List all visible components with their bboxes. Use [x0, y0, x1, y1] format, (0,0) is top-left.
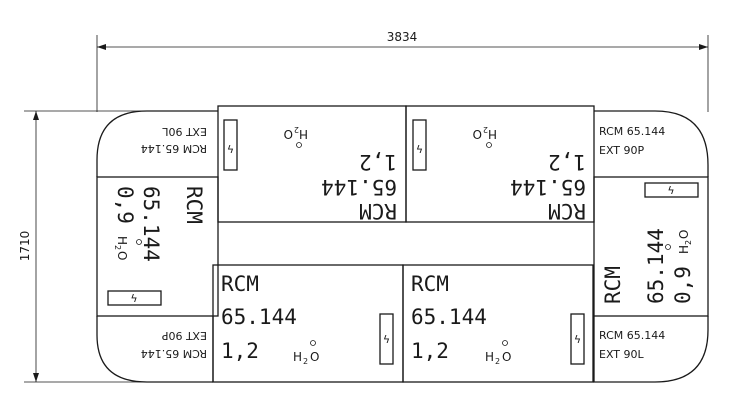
module-size: 1,2 — [548, 150, 586, 174]
lightning-socket-icon: ϟ — [574, 333, 581, 346]
svg-text:O: O — [310, 350, 319, 364]
module-top-right — [405, 105, 595, 223]
module-number: 65.144 — [221, 305, 297, 329]
module-right-side-content: ϟ RCM 65.144 0,9 H 2 O — [601, 182, 699, 304]
svg-text:2: 2 — [113, 245, 122, 250]
module-number: 65.144 — [644, 228, 668, 304]
module-code: RCM — [221, 272, 259, 296]
svg-text:O: O — [115, 251, 129, 260]
water-dot-icon — [665, 244, 671, 250]
module-code: RCM — [411, 272, 449, 296]
lightning-socket-icon: ϟ — [383, 333, 390, 346]
dimension-height: 1710 — [18, 110, 150, 383]
lightning-socket-icon: ϟ — [667, 184, 674, 197]
water-dot-icon — [502, 340, 508, 346]
dimension-width: 3834 — [96, 30, 709, 112]
width-label: 3834 — [387, 30, 418, 44]
corner-label-line1: EXT 90L — [161, 125, 207, 138]
corner-label-line1: RCM 65.144 — [599, 329, 665, 342]
corner-top-left: EXT 90L RCM 65.144 — [141, 125, 207, 155]
corner-label-line2: RCM 65.144 — [141, 142, 207, 155]
svg-text:2: 2 — [303, 357, 308, 366]
module-number: 65.144 — [139, 186, 163, 262]
water-connection-icon: H 2 O — [485, 350, 511, 366]
module-left-side-content: RCM 65.144 0,9 H 2 O ϟ — [107, 186, 206, 306]
socket-icon — [570, 313, 585, 365]
socket-icon — [107, 290, 162, 306]
module-top-right-content: ϟ RCM 65.144 1,2 H 2 O — [412, 119, 586, 223]
svg-text:H: H — [299, 127, 308, 141]
module-top-left-content: ϟ RCM 65.144 1,2 H 2 O — [223, 119, 397, 223]
socket-icon — [379, 313, 394, 365]
module-size: 1,2 — [411, 339, 449, 363]
water-connection-icon: H 2 O — [293, 350, 319, 366]
svg-text:2: 2 — [294, 125, 299, 134]
svg-text:H: H — [293, 350, 302, 364]
water-dot-icon — [296, 142, 302, 148]
water-dot-icon — [310, 340, 316, 346]
module-bottom-right — [402, 264, 594, 383]
corner-label-line2: RCM 65.144 — [141, 347, 207, 360]
corner-label-line2: EXT 90L — [599, 348, 645, 361]
svg-text:H: H — [488, 127, 497, 141]
module-code: RCM — [548, 199, 586, 223]
corner-top-right: RCM 65.144 EXT 90P — [599, 125, 665, 157]
svg-text:H: H — [115, 236, 129, 245]
corner-label-line1: EXT 90P — [161, 329, 207, 342]
water-dot-icon — [136, 239, 142, 245]
svg-text:O: O — [677, 230, 691, 239]
module-number: 65.144 — [510, 175, 586, 199]
corner-bottom-right: RCM 65.144 EXT 90L — [599, 329, 665, 361]
water-connection-icon: H 2 O — [113, 236, 129, 260]
lightning-socket-icon: ϟ — [227, 142, 234, 155]
socket-icon — [644, 182, 699, 198]
svg-text:2: 2 — [684, 240, 693, 245]
module-number: 65.144 — [321, 175, 397, 199]
corner-bottom-left: EXT 90P RCM 65.144 — [141, 329, 207, 360]
module-code: RCM — [601, 266, 625, 304]
module-left-side — [96, 176, 219, 317]
module-outline — [96, 105, 709, 383]
water-dot-icon — [486, 142, 492, 148]
socket-icon — [223, 119, 238, 171]
module-size: 0,9 — [113, 186, 137, 224]
corner-label-line1: RCM 65.144 — [599, 125, 665, 138]
svg-text:H: H — [485, 350, 494, 364]
module-right-side — [593, 176, 709, 317]
svg-text:O: O — [473, 127, 482, 141]
water-connection-icon: H 2 O — [284, 125, 308, 141]
svg-text:2: 2 — [483, 125, 488, 134]
lightning-socket-icon: ϟ — [416, 142, 423, 155]
socket-icon — [412, 119, 427, 171]
module-size: 0,9 — [671, 266, 695, 304]
svg-text:2: 2 — [495, 357, 500, 366]
corner-label-line2: EXT 90P — [599, 144, 645, 157]
water-connection-icon: H 2 O — [677, 230, 693, 254]
module-bottom-left-content: RCM 65.144 1,2 H 2 O ϟ — [221, 272, 394, 366]
module-number: 65.144 — [411, 305, 487, 329]
height-label: 1710 — [18, 231, 32, 262]
svg-text:H: H — [677, 245, 691, 254]
module-size: 1,2 — [359, 150, 397, 174]
module-bottom-right-content: RCM 65.144 1,2 H 2 O ϟ — [411, 272, 585, 366]
svg-text:O: O — [502, 350, 511, 364]
module-size: 1,2 — [221, 339, 259, 363]
svg-text:O: O — [284, 127, 293, 141]
module-code: RCM — [359, 199, 397, 223]
water-connection-icon: H 2 O — [473, 125, 497, 141]
lightning-socket-icon: ϟ — [130, 292, 137, 305]
module-code: RCM — [182, 186, 206, 224]
